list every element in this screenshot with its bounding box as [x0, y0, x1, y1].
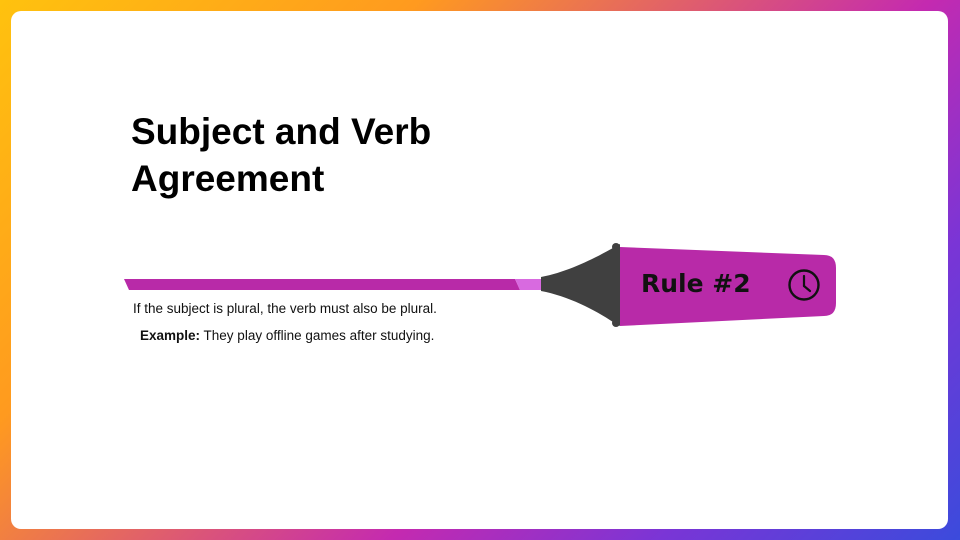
- rule-label: Rule #2: [641, 269, 751, 298]
- example-label: Example:: [140, 328, 201, 343]
- slide-title: Subject and Verb Agreement: [131, 108, 551, 202]
- highlight-stroke-tip: [515, 279, 546, 290]
- marker-tip-dot-bottom: [612, 319, 620, 327]
- highlight-stroke: [124, 279, 520, 290]
- rule-description: If the subject is plural, the verb must …: [133, 301, 437, 316]
- example-line: Example: They play offline games after s…: [140, 328, 434, 343]
- marker-tip-dot-top: [612, 243, 620, 251]
- title-line-2: Agreement: [131, 158, 325, 199]
- example-sentence: They play offline games after studying.: [203, 328, 435, 343]
- marker-body: [620, 247, 836, 326]
- marker-tip: [541, 244, 620, 326]
- title-line-1: Subject and Verb: [131, 111, 432, 152]
- clock-icon: [788, 269, 820, 301]
